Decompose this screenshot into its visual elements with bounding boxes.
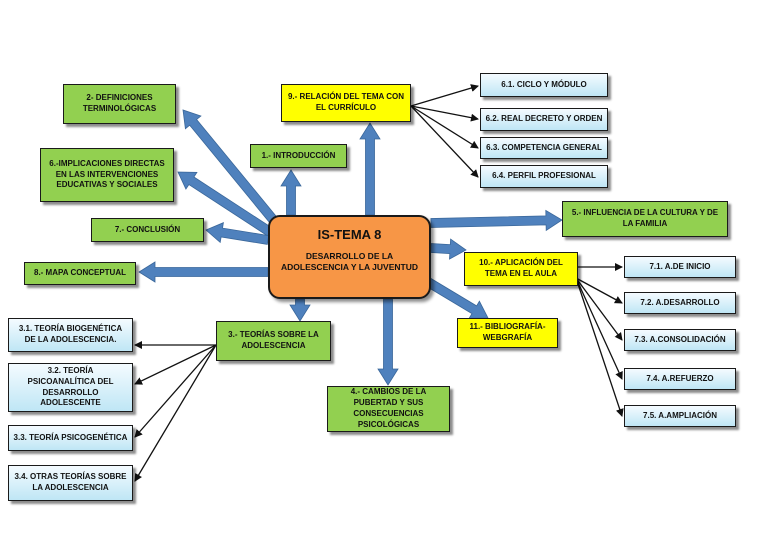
sub-a-refuerzo: 7.4. A.REFUERZO <box>624 368 736 390</box>
node-mapa-conceptual: 8.- MAPA CONCEPTUAL <box>24 262 136 285</box>
node-influencia-cultura: 5.- INFLUENCIA DE LA CULTURA Y DE LA FAM… <box>562 201 728 237</box>
node-cambios-pubertad: 4.- CAMBIOS DE LA PUBERTAD Y SUS CONSECU… <box>327 386 450 432</box>
arrow-to-curriculo <box>359 122 381 216</box>
line-to-a-ampliacion <box>575 277 624 417</box>
node-teorias: 3.- TEORÍAS SOBRE LA ADOLESCENCIA <box>216 321 331 361</box>
sub-a-consolidacion: 7.3. A.CONSOLIDACIÓN <box>624 329 736 351</box>
arrow-to-cambios <box>377 298 399 386</box>
node-definiciones: 2- DEFINICIONES TERMINOLÓGICAS <box>63 84 176 124</box>
line-to-otras <box>134 344 217 482</box>
arrow-to-teorias <box>289 298 311 322</box>
node-introduccion: 1.- INTRODUCCIÓN <box>250 144 347 168</box>
central-topic: IS-TEMA 8 DESARROLLO DE LA ADOLESCENCIA … <box>268 215 431 299</box>
line-to-psicoanalitica <box>134 344 217 385</box>
sub-perfil: 6.4. PERFIL PROFESIONAL <box>480 165 608 188</box>
arrow-to-introduccion <box>280 169 302 216</box>
center-arrows <box>138 109 563 386</box>
sub-teoria-psicogenetica: 3.3. TEORÍA PSICOGENÉTICA <box>8 425 133 451</box>
line-to-ciclo <box>410 84 479 107</box>
line-to-competencia <box>410 105 479 149</box>
arrow-to-influencia <box>430 209 563 232</box>
sub-a-ampliacion: 7.5. A.AMPLIACIÓN <box>624 405 736 427</box>
arrow-to-definiciones <box>182 109 280 226</box>
line-to-psicogenetica <box>134 344 217 438</box>
arrow-to-conclusion <box>205 222 270 245</box>
line-to-a-consolidacion <box>575 277 623 341</box>
central-title: IS-TEMA 8 <box>317 227 382 242</box>
line-to-a-desarrollo <box>575 277 623 304</box>
line-to-real-decreto <box>410 105 479 122</box>
arrow-to-aplicacion <box>430 238 467 260</box>
sub-a-inicio: 7.1. A.DE INICIO <box>624 256 736 278</box>
arrow-to-implicaciones <box>177 171 274 237</box>
sub-teoria-psicoanalitica: 3.2. TEORÍA PSICOANALÍTICA DEL DESARROLL… <box>8 363 133 412</box>
arrow-to-mapa <box>138 261 269 283</box>
sub-connectors <box>134 84 624 482</box>
line-to-a-refuerzo <box>575 277 623 380</box>
node-aplicacion-aula: 10.- APLICACIÓN DEL TEMA EN EL AULA <box>464 252 578 286</box>
sub-real-decreto: 6.2. REAL DECRETO Y ORDEN <box>480 108 608 131</box>
sub-otras-teorias: 3.4. OTRAS TEORÍAS SOBRE LA ADOLESCENCIA <box>8 465 133 501</box>
node-conclusion: 7.- CONCLUSIÓN <box>91 218 204 242</box>
sub-a-desarrollo: 7.2. A.DESARROLLO <box>624 292 736 314</box>
node-implicaciones: 6.-IMPLICACIONES DIRECTAS EN LAS INTERVE… <box>40 148 174 202</box>
node-bibliografia: 11.- BIBLIOGRAFÍA-WEBGRAFÍA <box>457 318 558 348</box>
sub-ciclo-modulo: 6.1. CICLO Y MÓDULO <box>480 73 608 97</box>
sub-teoria-biogenetica: 3.1. TEORÍA BIOGENÉTICA DE LA ADOLESCENC… <box>8 318 133 352</box>
sub-competencia: 6.3. COMPETENCIA GENERAL <box>480 137 608 159</box>
line-to-perfil <box>410 105 479 178</box>
arrow-to-bibliografia <box>425 277 489 319</box>
central-subtitle: DESARROLLO DE LA ADOLESCENCIA Y LA JUVEN… <box>281 251 418 273</box>
node-curriculo: 9.- RELACIÓN DEL TEMA CON EL CURRÍCULO <box>281 84 411 122</box>
